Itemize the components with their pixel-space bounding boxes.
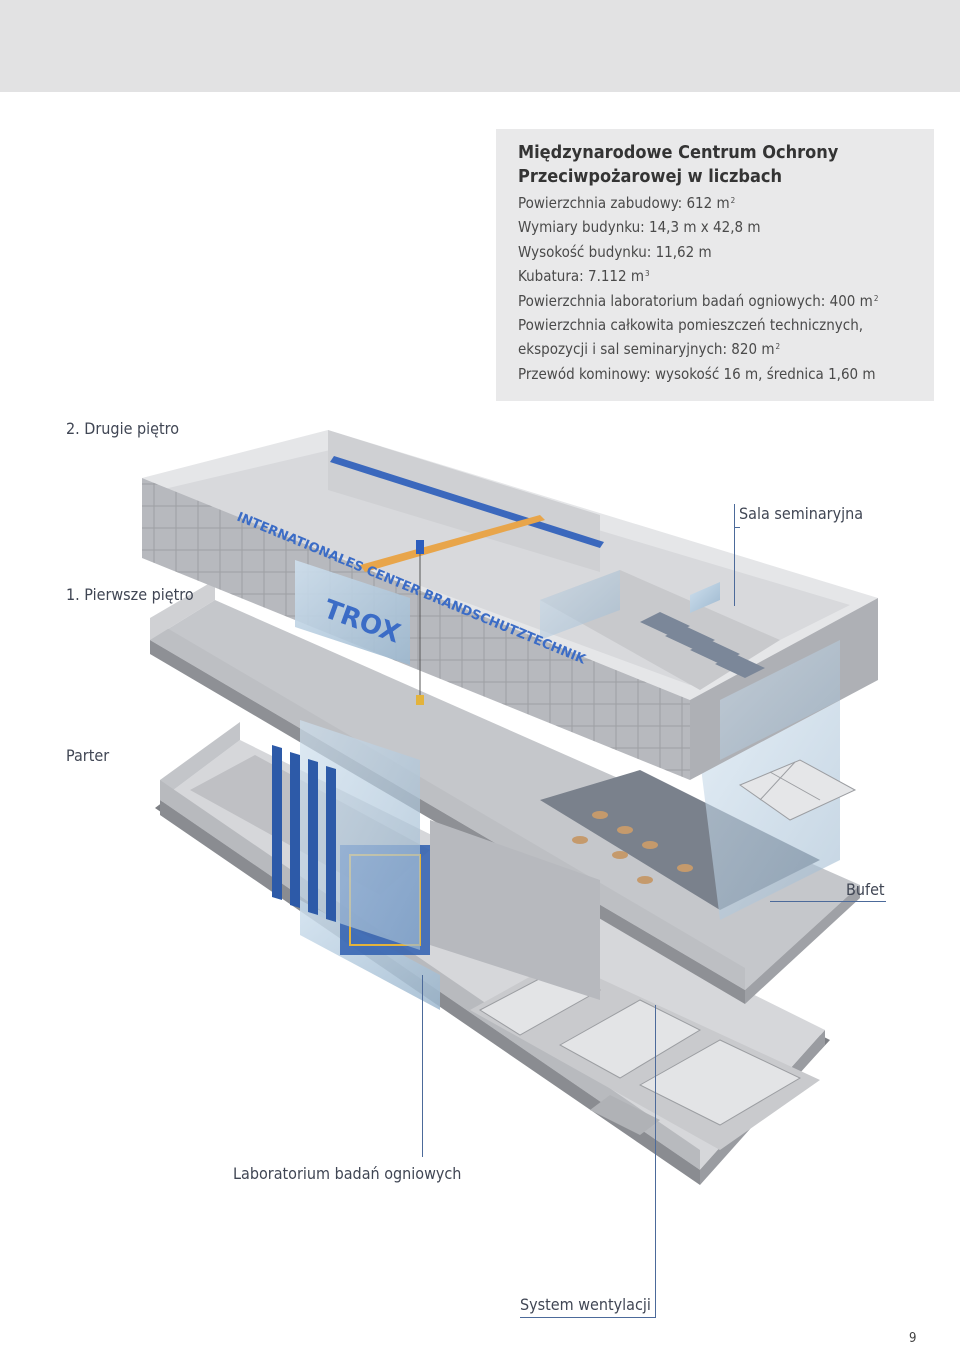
leader-seminar bbox=[734, 504, 735, 606]
page-number: 9 bbox=[909, 1331, 917, 1346]
callout-buffet: Bufet bbox=[846, 880, 885, 899]
fact-line: Przewód kominowy: wysokość 16 m, średnic… bbox=[518, 364, 876, 383]
leader-ventilation bbox=[655, 1005, 656, 1317]
fact-line: Kubatura: 7.112 m3 bbox=[518, 267, 650, 286]
blue-fins bbox=[272, 745, 336, 922]
fact-line: Wymiary budynku: 14,3 m x 42,8 m bbox=[518, 218, 761, 237]
crane-rail bbox=[330, 456, 604, 548]
facts-title-line2: Przeciwpożarowej w liczbach bbox=[518, 166, 783, 187]
facts-title-line1: Międzynarodowe Centrum Ochrony bbox=[518, 142, 839, 163]
crane-beam bbox=[360, 515, 545, 572]
floor-label-first: 1. Pierwsze piętro bbox=[66, 585, 194, 604]
callout-ventilation: System wentylacji bbox=[520, 1295, 651, 1314]
facts-box: Międzynarodowe Centrum Ochrony Przeciwpo… bbox=[496, 129, 934, 401]
floor-label-ground: Parter bbox=[66, 746, 110, 765]
fact-line: ekspozycji i sal seminaryjnych: 820 m2 bbox=[518, 340, 781, 359]
fact-line: Wysokość budynku: 11,62 m bbox=[518, 242, 712, 261]
callout-seminar-room: Sala seminaryjna bbox=[739, 504, 864, 523]
leader-buffet bbox=[770, 901, 886, 902]
top-header-band bbox=[0, 0, 960, 92]
seminar-desks bbox=[640, 612, 765, 678]
first-floor bbox=[150, 580, 860, 1004]
cafe-tables bbox=[572, 811, 693, 884]
fact-line: Powierzchnia całkowita pomieszczeń techn… bbox=[518, 316, 864, 335]
facade-panels bbox=[142, 478, 690, 780]
floor-label-second: 2. Drugie piętro bbox=[66, 419, 179, 438]
second-floor bbox=[142, 430, 878, 780]
first-floor-slab bbox=[150, 600, 860, 990]
fact-line: Powierzchnia zabudowy: 612 m2 bbox=[518, 194, 736, 212]
trox-glass-display bbox=[295, 560, 410, 665]
callout-fire-lab: Laboratorium badań ogniowych bbox=[233, 1164, 462, 1183]
leader-lab bbox=[422, 975, 423, 1156]
fact-line: Powierzchnia laboratorium badań ogniowyc… bbox=[518, 291, 879, 310]
